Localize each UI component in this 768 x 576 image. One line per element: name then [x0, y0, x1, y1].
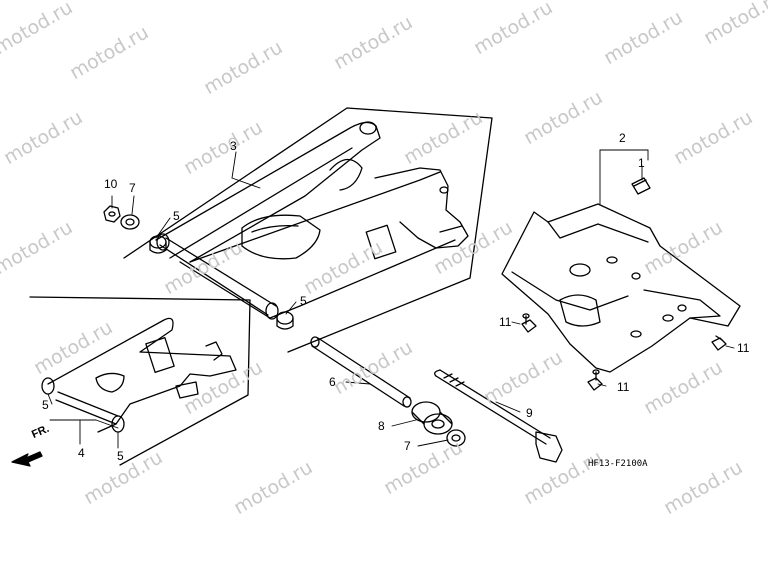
- swingarm-group-frame: [123, 107, 493, 353]
- bolt-part-9: [434, 369, 563, 463]
- callout-5: 5: [117, 449, 124, 463]
- bolt-part-11-left: [521, 313, 537, 333]
- bushing-part-5-bottom: [276, 311, 294, 330]
- callout-11: 11: [499, 315, 512, 329]
- collar-part-8: [411, 401, 453, 435]
- callout-11: 11: [737, 341, 750, 355]
- callout-9: 9: [526, 406, 533, 420]
- callout-2: 2: [619, 131, 626, 145]
- callout-6: 6: [329, 375, 336, 389]
- rod-part-6: [310, 336, 412, 408]
- clip-part-1: [631, 177, 651, 195]
- bolt-part-11-right: [711, 335, 727, 351]
- swingarm-part-3: [155, 121, 469, 320]
- callout-5: 5: [173, 209, 180, 223]
- skid-plate-part-2: [501, 203, 741, 373]
- front-arrow-icon: [11, 451, 43, 467]
- bolt-part-11-bottom: [587, 369, 603, 391]
- callout-4: 4: [78, 446, 85, 460]
- nut-part-10: [103, 205, 121, 223]
- mini-swingarm-group-frame: [29, 296, 251, 466]
- callout-3: 3: [230, 139, 237, 153]
- callout-10: 10: [104, 177, 118, 191]
- callout-1: 1: [638, 156, 645, 170]
- callout-5: 5: [300, 294, 307, 308]
- bushing-part-5-top: [149, 235, 167, 254]
- callout-11: 11: [617, 380, 630, 394]
- diagram-code: HF13-F2100A: [588, 459, 648, 469]
- callout-5: 5: [42, 398, 49, 412]
- leader-lines: [47, 149, 735, 449]
- callout-8: 8: [378, 419, 385, 433]
- mini-swingarm: [41, 317, 237, 433]
- washer-part-7-bottom: [446, 429, 466, 447]
- callout-7: 7: [404, 439, 411, 453]
- callout-7: 7: [129, 181, 136, 195]
- washer-part-7-top: [120, 214, 140, 230]
